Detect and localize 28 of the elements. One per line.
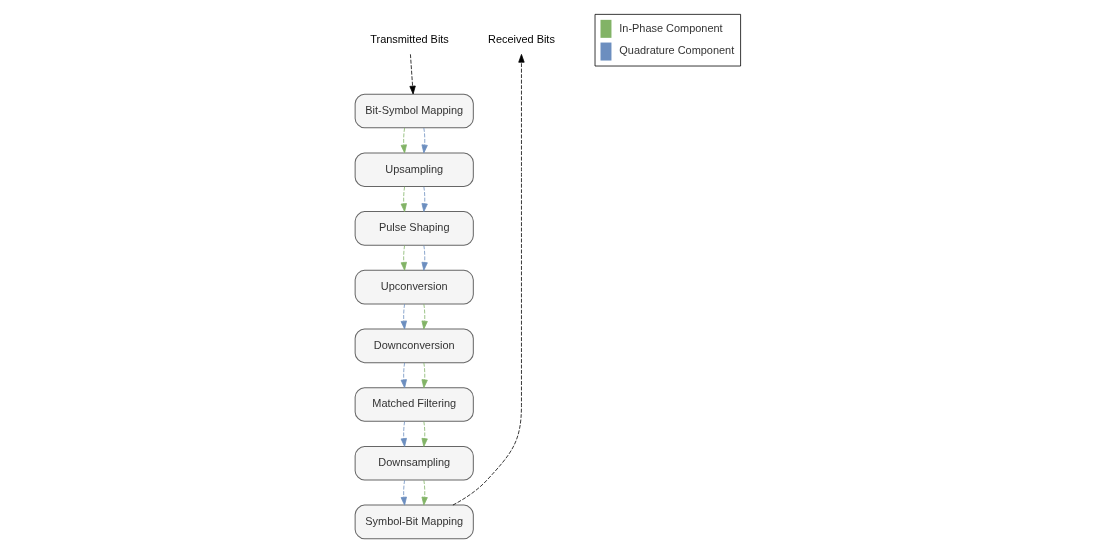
node-box: Matched Filtering	[354, 387, 474, 422]
arrow	[421, 186, 428, 212]
node-box: Symbol-Bit Mapping	[354, 504, 474, 540]
node-box: Pulse Shaping	[354, 211, 474, 246]
arrow	[400, 362, 407, 389]
node-box: Downsampling	[354, 445, 474, 481]
arrow	[400, 479, 407, 506]
node-text: Received Bits	[488, 33, 555, 46]
arrow	[400, 303, 407, 330]
legend-label: Quadrature Component	[619, 44, 735, 57]
arrow	[421, 127, 428, 154]
arrow	[452, 54, 525, 506]
node-box: Downconversion	[354, 328, 474, 364]
node-text: Transmitted Bits	[370, 33, 449, 46]
arrow	[400, 127, 407, 154]
arrow	[421, 421, 428, 447]
arrow	[421, 245, 428, 271]
arrow	[400, 186, 407, 212]
node-box: Bit-Symbol Mapping	[354, 93, 474, 129]
node-box: Upconversion	[354, 269, 474, 305]
arrow	[421, 362, 428, 389]
arrow	[421, 479, 428, 506]
legend-label: In-Phase Component	[619, 21, 723, 34]
arrow	[400, 421, 407, 447]
node-box: Upsampling	[354, 152, 474, 188]
arrow	[421, 303, 428, 330]
arrow	[409, 53, 416, 95]
arrow	[400, 245, 407, 271]
